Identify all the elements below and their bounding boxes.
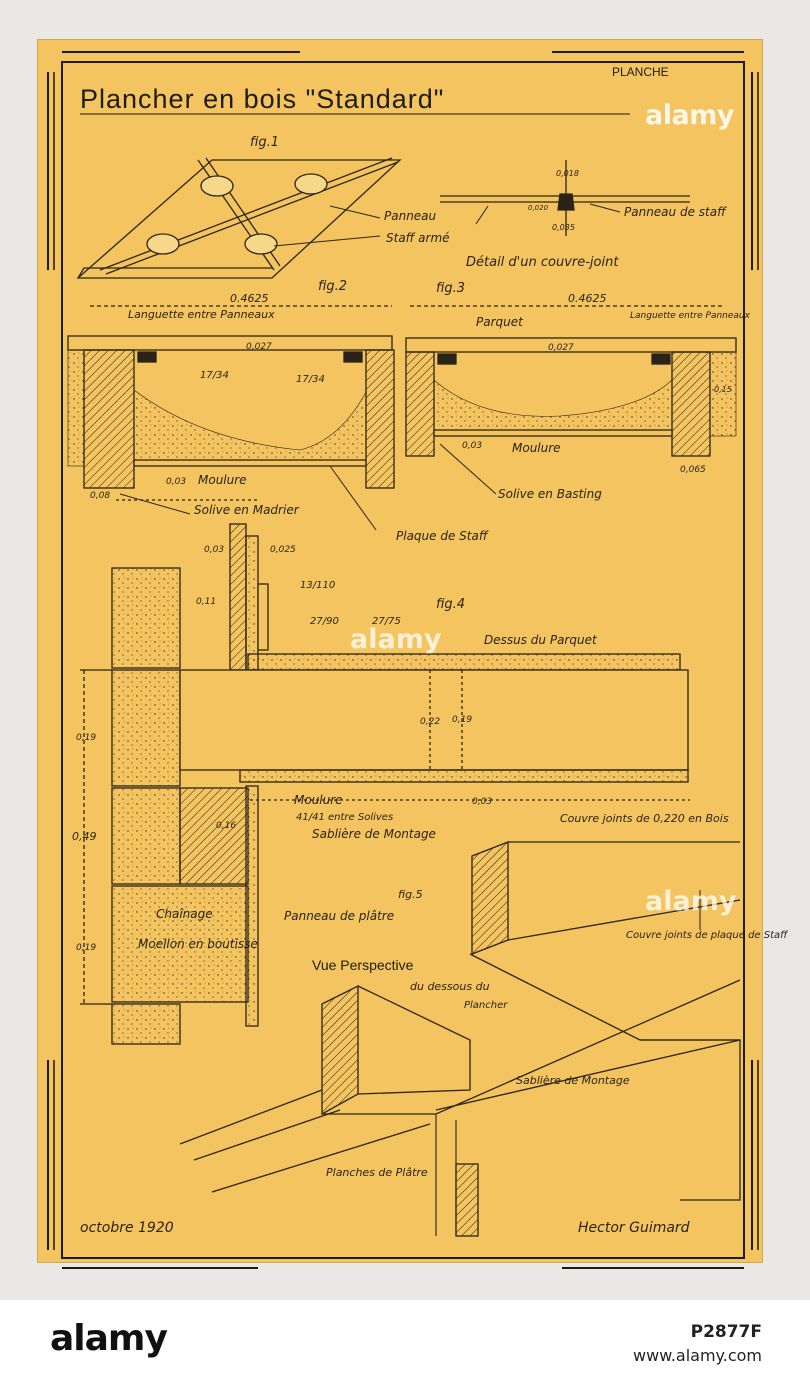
fig4-dim-27-75: 27/75 xyxy=(372,616,401,627)
fig5-label: fig.5 xyxy=(398,888,423,901)
fig4-dim-41: 41/41 entre Solives xyxy=(296,812,393,823)
fig2-drawing xyxy=(67,305,395,531)
detail-dim-left: 0,020 xyxy=(528,204,549,212)
stock-footer xyxy=(0,1300,810,1390)
fig5-planches: Planches de Plâtre xyxy=(326,1166,428,1179)
fig3-drawing xyxy=(405,305,737,495)
fig4-dim-27-90: 27/90 xyxy=(310,616,339,627)
fig4-dim-019c: 0,19 xyxy=(76,943,96,953)
fig3-solive: Solive en Basting xyxy=(498,487,602,501)
fig5-subtitle2: Plancher xyxy=(464,1000,508,1011)
fig4-label: fig.4 xyxy=(436,597,465,612)
fig3-languette: Languette entre Panneaux xyxy=(630,311,751,321)
fig4-dim-019b: 0,19 xyxy=(76,733,96,743)
fig2-moulure: Moulure xyxy=(198,473,247,487)
fig3-moulure: Moulure xyxy=(512,441,561,455)
fig2-label: fig.2 xyxy=(318,279,347,294)
fig3-thickness: 0,027 xyxy=(548,343,574,353)
fig3-width: 0.4625 xyxy=(568,292,607,305)
fig5-couvre-joints: Couvre joints de plaque de Staff xyxy=(626,930,789,941)
fig4-chainage: Chaînage xyxy=(156,907,213,921)
fig5-drawing xyxy=(179,841,741,1237)
stock-url: www.alamy.com xyxy=(633,1346,762,1365)
fig4-dim-side: 0,16 xyxy=(216,821,236,831)
page-title: Plancher en bois "Standard" xyxy=(80,84,444,114)
fig4-dim-019: 0,19 xyxy=(452,715,472,725)
fig4-moulure: Moulure xyxy=(294,793,343,807)
fig4-dim-011: 0,11 xyxy=(196,597,216,607)
fig2-solive: Solive en Madrier xyxy=(194,503,300,517)
detail-panneau-label: Panneau de staff xyxy=(624,205,727,219)
fig4-sabliere: Sablière de Montage xyxy=(312,827,436,841)
image-id: P2877F xyxy=(690,1322,762,1342)
fig4-dessus-parquet: Dessus du Parquet xyxy=(484,633,598,647)
fig3-right-dim: 0,15 xyxy=(714,385,732,394)
fig3-side-dim: 0,065 xyxy=(680,465,706,475)
fig2-width: 0.4625 xyxy=(230,292,269,305)
detail-dim-side: 0,035 xyxy=(552,223,575,232)
fig1-panneau-label: Panneau xyxy=(384,209,437,223)
fig1-staff-label: Staff armé xyxy=(386,231,450,245)
fig2-moulure-dim: 0,03 xyxy=(166,477,186,487)
fig3-moulure-dim: 0,03 xyxy=(462,441,482,451)
fig1-drawing xyxy=(76,157,402,279)
watermark-brand-center: alamy xyxy=(350,624,442,655)
watermark-brand-lower: alamy xyxy=(645,886,737,917)
fig3-parquet: Parquet xyxy=(476,315,524,329)
fig4-dim-003: 0,03 xyxy=(204,545,224,555)
stock-logo: alamy xyxy=(50,1318,168,1359)
fig4-moulure-dim: 0,03 xyxy=(472,797,492,807)
fig3-label: fig.3 xyxy=(436,281,465,296)
fig2-languette: Languette entre Panneaux xyxy=(128,308,275,321)
architectural-drawing: Plancher en bois "Standard" PLANCHE fig.… xyxy=(47,51,789,1269)
drawing-date: octobre 1920 xyxy=(80,1220,174,1236)
fig4-moellon: Moellon en boutisse xyxy=(138,937,258,951)
fig4-dim-022: 0,22 xyxy=(420,717,440,727)
fig4-dim-13-110: 13/110 xyxy=(300,580,335,591)
fig4-couvre-joints: Couvre joints de 0,220 en Bois xyxy=(560,812,729,825)
fig4-dim-total: 0,49 xyxy=(72,830,97,843)
detail-drawing xyxy=(440,160,690,236)
fig2-cleat-b: 17/34 xyxy=(296,374,325,385)
detail-dim-top: 0,018 xyxy=(556,169,579,178)
fig5-sabliere: Sablière de Montage xyxy=(516,1074,630,1087)
fig4-dim-0025: 0,025 xyxy=(270,545,296,555)
fig1-label: fig.1 xyxy=(250,135,279,150)
fig4-panneau-platre: Panneau de plâtre xyxy=(284,909,394,923)
sheet-border xyxy=(47,51,759,1269)
fig2-plaque: Plaque de Staff xyxy=(396,529,489,543)
fig5-subtitle: du dessous du xyxy=(410,980,490,993)
fig2-cleat-a: 17/34 xyxy=(200,370,229,381)
detail-title: Détail d'un couvre-joint xyxy=(466,255,619,270)
fig2-solive-dim: 0,08 xyxy=(90,491,110,501)
planche-label: PLANCHE xyxy=(612,65,669,79)
fig2-thickness: 0,027 xyxy=(246,342,272,352)
architect-signature: Hector Guimard xyxy=(578,1220,690,1236)
fig5-title: Vue Perspective xyxy=(312,957,414,973)
watermark-brand: alamy xyxy=(645,100,734,131)
fig4-drawing xyxy=(80,523,690,1045)
